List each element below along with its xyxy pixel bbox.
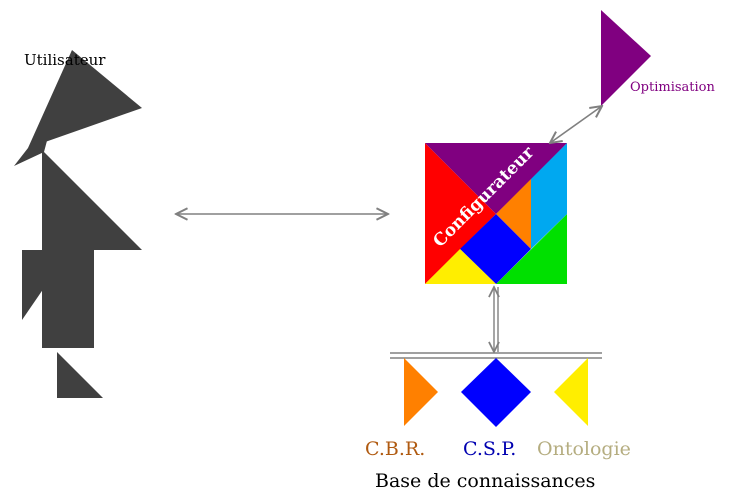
- cbr-label: C.B.R.: [365, 438, 425, 460]
- purple-triangle: [425, 143, 567, 214]
- user-leg-upper: [60, 250, 94, 285]
- knowledge-base-label: Base de connaissances: [375, 470, 595, 492]
- csp-shape: [461, 358, 531, 427]
- optimisation-label: Optimisation: [630, 80, 715, 95]
- green-triangle: [496, 214, 567, 284]
- user-label: Utilisateur: [24, 51, 106, 69]
- orange-triangle: [496, 178, 531, 249]
- user-hat-brim: [14, 122, 52, 166]
- configurator-knowledge-arrow: [494, 287, 498, 352]
- ontology-label: Ontologie: [537, 438, 631, 460]
- user-arm: [22, 250, 70, 320]
- knowledge-base-shelf: [390, 352, 602, 359]
- user-body: [42, 150, 142, 250]
- configurator-optimisation-arrow: [550, 106, 602, 143]
- cbr-shape: [404, 358, 438, 426]
- user-figure: [14, 50, 142, 398]
- configurator-tangram: [425, 143, 567, 284]
- red-triangle: [425, 143, 496, 284]
- yellow-triangle: [425, 249, 496, 284]
- user-hat: [28, 50, 142, 148]
- user-foot: [57, 352, 103, 398]
- blue-square: [460, 214, 531, 284]
- csp-label: C.S.P.: [463, 438, 516, 460]
- optimisation-shape: [601, 10, 651, 106]
- ontology-shape: [554, 358, 588, 426]
